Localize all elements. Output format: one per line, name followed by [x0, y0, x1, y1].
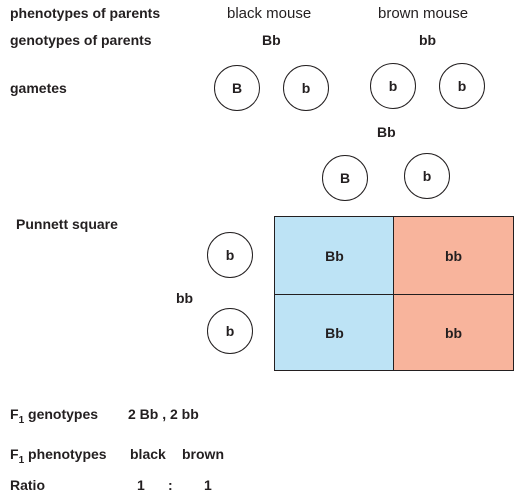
punnett-top-gamete: B — [322, 155, 368, 201]
gamete-circle: B — [214, 65, 260, 111]
punnett-square-label: Punnett square — [16, 216, 118, 232]
f1-phenotype-brown: brown — [182, 446, 224, 462]
punnett-side-gamete: b — [207, 308, 253, 354]
punnett-top-genotype: Bb — [377, 124, 396, 140]
ratio-separator: : — [168, 477, 173, 493]
f1-genotypes-value: 2 Bb , 2 bb — [128, 406, 199, 422]
ratio-value: 1 — [204, 477, 212, 493]
gamete-circle: b — [283, 65, 329, 111]
punnett-cell-black: Bb — [274, 216, 395, 296]
brown-mouse-genotype: bb — [419, 32, 437, 48]
punnett-top-gamete: b — [404, 153, 450, 199]
f1-phenotypes-label: F1 phenotypes — [10, 446, 107, 466]
punnett-cell-black: Bb — [274, 294, 395, 371]
punnett-side-genotype: bb — [176, 290, 194, 306]
genotypes-of-parents-label: genotypes of parents — [10, 32, 152, 48]
ratio-value: 1 — [137, 477, 145, 493]
gamete-circle: b — [370, 63, 416, 109]
ratio-label: Ratio — [10, 477, 45, 493]
black-mouse-phenotype: black mouse — [227, 5, 312, 22]
punnett-side-gamete: b — [207, 232, 253, 278]
punnett-cell-brown: bb — [393, 294, 514, 371]
phenotypes-of-parents-label: phenotypes of parents — [10, 5, 161, 21]
f1-genotypes-label: F1 genotypes — [10, 406, 99, 426]
f1-phenotype-black: black — [130, 446, 166, 462]
brown-mouse-phenotype: brown mouse — [378, 5, 469, 22]
gametes-label: gametes — [10, 80, 67, 96]
punnett-cell-brown: bb — [393, 216, 514, 296]
black-mouse-genotype: Bb — [262, 32, 281, 48]
gamete-circle: b — [439, 63, 485, 109]
